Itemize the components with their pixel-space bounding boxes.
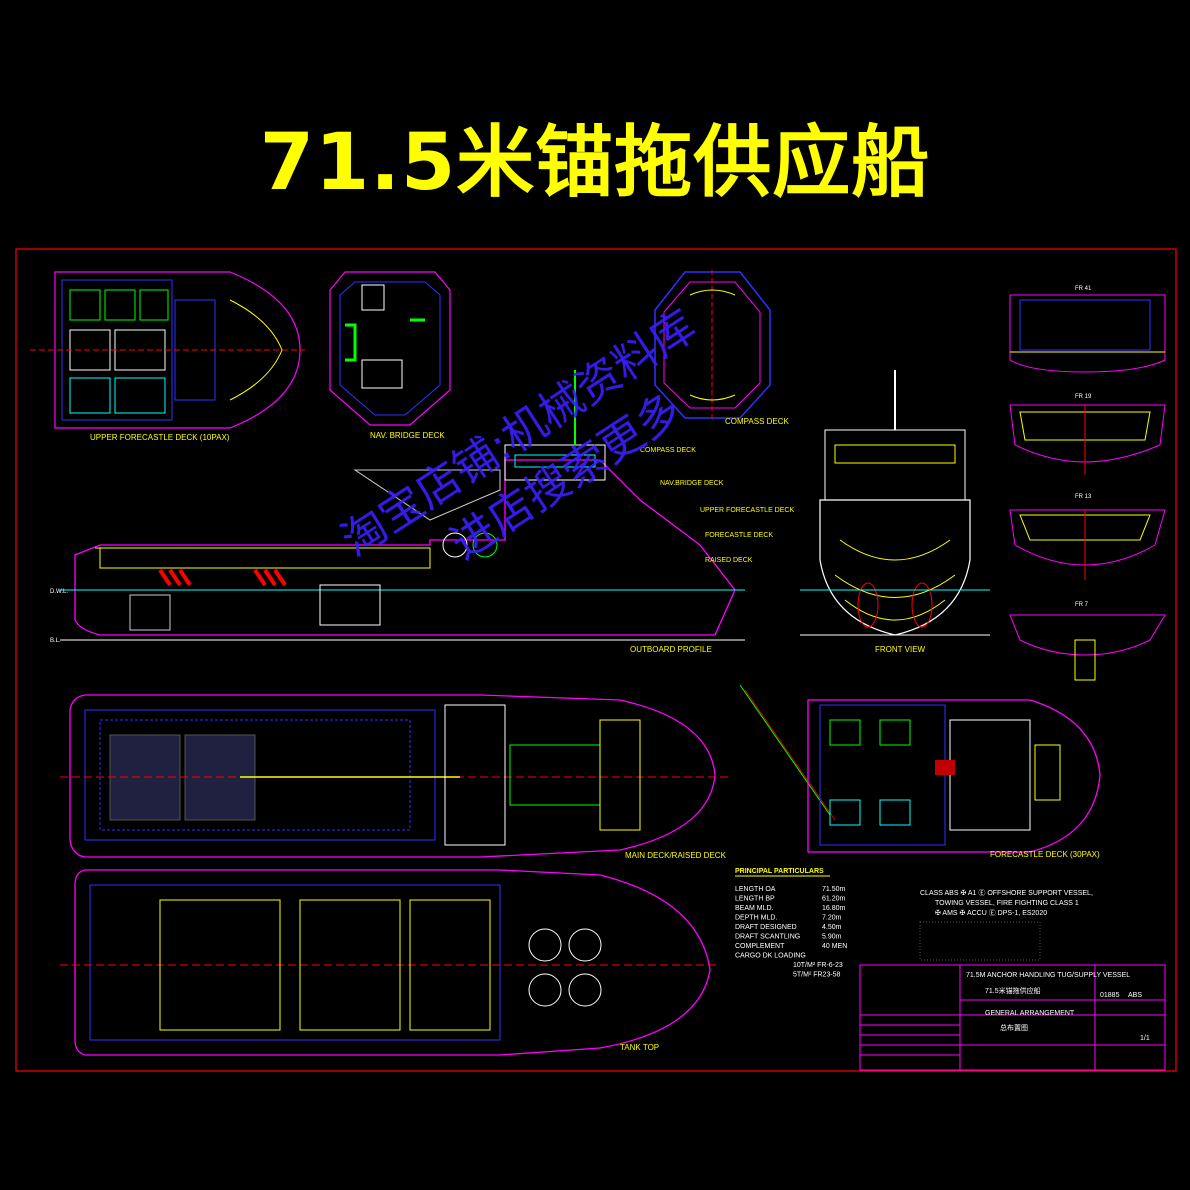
title-block-drawing-title: GENERAL ARRANGEMENT [985,1010,1075,1017]
nav-bridge-deck-caption: NAV. BRIDGE DECK [370,431,445,440]
nav-bridge-deck-plan: NAV. BRIDGE DECK [329,271,451,440]
title-block-drawing-title-cn: 总布置图 [1000,1023,1028,1032]
frame-section-19: FR 19 [1009,394,1166,475]
class-notation: CLASS ABS ✠ A1 Ⓔ OFFSHORE SUPPORT VESSEL… [919,889,1093,961]
title-block-vessel-cn: 71.5米锚拖供应船 [985,986,1041,995]
svg-text:D.W.L.: D.W.L. [50,589,68,595]
particular-label: BEAM MLD. [735,905,774,912]
particular-value: 16.80m [822,905,846,912]
svg-text:RAISED DECK: RAISED DECK [705,557,753,564]
principal-particulars-heading: PRINCIPAL PARTICULARS [735,868,824,875]
title-block-class: ABS [1128,992,1142,999]
svg-text:NAV.BRIDGE DECK: NAV.BRIDGE DECK [660,480,724,487]
particular-value: 4.50m [822,924,842,931]
cargo-loading-line: 5T/M² FR23-58 [793,972,841,979]
particular-label: DRAFT SCANTLING [735,934,800,941]
svg-text:FR 13: FR 13 [1075,494,1092,500]
svg-text:B.L.: B.L. [50,638,61,644]
svg-text:FR 19: FR 19 [1075,394,1092,400]
svg-text:✠ AMS ✠ ACCU Ⓔ DPS-1, ES2020: ✠ AMS ✠ ACCU Ⓔ DPS-1, ES2020 [935,909,1047,917]
title-block-drawing-no: 01885 [1100,992,1120,999]
front-view: FRONT VIEW [800,370,990,654]
compass-deck-plan: COMPASS DECK [654,270,790,426]
svg-text:TOWING VESSEL, FIRE FIGHTING C: TOWING VESSEL, FIRE FIGHTING CLASS 1 [935,900,1079,907]
particular-label: COMPLEMENT [735,943,785,950]
particular-value: 5.90m [822,934,842,941]
main-deck-plan: MAIN DECK/RAISED DECK [60,694,730,860]
frame-section-7: FR 7 [1009,602,1166,681]
drawing-border [15,248,1177,1072]
svg-text:CLASS ABS ✠ A1 Ⓔ OFFSHORE SUPP: CLASS ABS ✠ A1 Ⓔ OFFSHORE SUPPORT VESSEL… [920,889,1093,897]
frame-section-41: FR 41 [1009,286,1166,373]
front-view-caption: FRONT VIEW [875,645,926,654]
page-title: 71.5米锚拖供应船 [259,118,931,208]
particular-value: 71.50m [822,886,846,893]
particular-label: LENGTH OA [735,886,776,893]
svg-text:COMPASS DECK: COMPASS DECK [640,447,696,454]
tank-top-plan: TANK TOP [60,869,720,1056]
outboard-profile: UPPER FORECASTLE DECK COMPASS DECK NAV.B… [50,370,794,654]
particular-value: 61.20m [822,896,846,903]
main-deck-caption: MAIN DECK/RAISED DECK [625,851,727,860]
title-block: 71.5M ANCHOR HANDLING TUG/SUPPLY VESSEL … [859,964,1166,1071]
forecastle-deck-plan: FORECASTLE DECK (30PAX) [807,699,1101,859]
principal-particulars: PRINCIPAL PARTICULARS LENGTH OA 71.50mLEN… [735,868,847,979]
frame-section-13: FR 13 [1009,494,1166,580]
particular-label: DEPTH MLD. [735,915,777,922]
svg-text:UPPER FORECASTLE DECK: UPPER FORECASTLE DECK [700,507,794,514]
particular-label: DRAFT DESIGNED [735,924,797,931]
upper-forecastle-deck-plan: UPPER FORECASTLE DECK (10PAX) [30,271,305,442]
title-block-vessel: 71.5M ANCHOR HANDLING TUG/SUPPLY VESSEL [966,972,1130,979]
compass-deck-caption: COMPASS DECK [725,417,790,426]
upper-forecastle-deck-caption: UPPER FORECASTLE DECK (10PAX) [90,433,230,442]
svg-text:FORECASTLE DECK: FORECASTLE DECK [705,532,773,539]
outboard-profile-caption: OUTBOARD PROFILE [630,645,712,654]
particular-label: CARGO DK LOADING [735,953,806,960]
tank-top-caption: TANK TOP [620,1043,659,1052]
particular-value: 7.20m [822,915,842,922]
particular-label: LENGTH BP [735,896,775,903]
cargo-loading-line: 10T/M² FR-6-23 [793,962,843,969]
svg-text:FR 7: FR 7 [1075,602,1089,608]
particular-value: 40 MEN [822,943,847,950]
forecastle-deck-caption: FORECASTLE DECK (30PAX) [990,850,1100,859]
svg-text:FR 41: FR 41 [1075,286,1092,292]
title-block-sheet: 1/1 [1140,1035,1150,1042]
frame-sections: FR 41 FR 19 FR 13 FR 7 [1009,286,1166,681]
